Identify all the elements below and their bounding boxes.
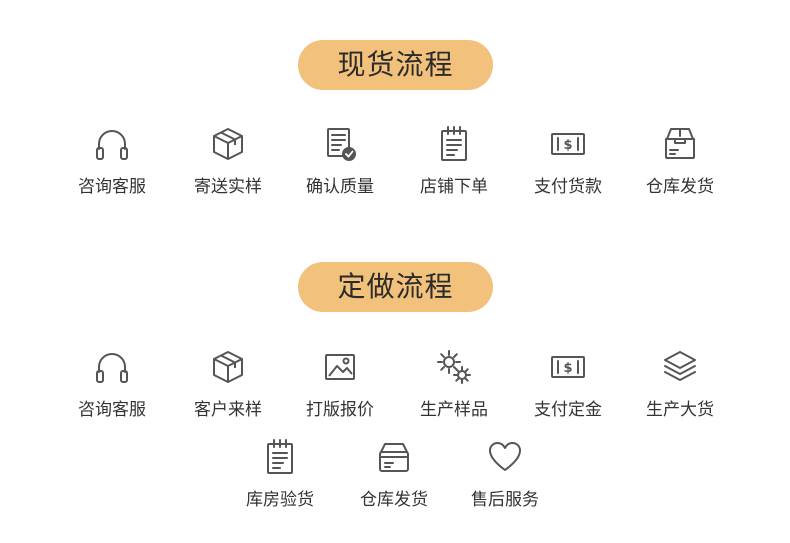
step-label: 打版报价 (306, 400, 374, 420)
package-box-icon (208, 347, 248, 387)
step-label: 支付货款 (534, 177, 602, 197)
step-warehouse-inspection: 库房验货 (225, 437, 335, 517)
step-label: 支付定金 (534, 400, 602, 420)
step-send-sample: 寄送实样 (173, 124, 283, 204)
step-pay-deposit: $ 支付定金 (513, 347, 623, 427)
step-label: 售后服务 (471, 490, 539, 510)
checklist-icon (320, 124, 360, 164)
step-consult-service: 咨询客服 (57, 347, 167, 427)
step-label: 店铺下单 (420, 177, 488, 197)
step-label: 咨询客服 (78, 400, 146, 420)
notepad-icon (434, 124, 474, 164)
layers-icon (660, 347, 700, 387)
gears-icon (434, 347, 474, 387)
section-title-custom-process: 定做流程 (298, 262, 493, 312)
step-pay-goods: $ 支付货款 (513, 124, 623, 204)
step-label: 确认质量 (306, 177, 374, 197)
step-pattern-quote: 打版报价 (285, 347, 395, 427)
spot-process-row: 咨询客服 寄送实样 确认质量 (0, 124, 790, 204)
dollar-bill-icon: $ (548, 347, 588, 387)
heart-icon (485, 437, 525, 477)
step-label: 客户来样 (194, 400, 262, 420)
step-label: 生产样品 (420, 400, 488, 420)
step-mass-production: 生产大货 (625, 347, 735, 427)
svg-text:$: $ (563, 361, 572, 376)
notepad-icon (260, 437, 300, 477)
custom-process-row-2: 库房验货 仓库发货 售后服务 (0, 437, 790, 517)
step-shop-order: 店铺下单 (399, 124, 509, 204)
headset-icon (92, 347, 132, 387)
step-warehouse-ship: 仓库发货 (625, 124, 735, 204)
custom-process-row-1: 咨询客服 客户来样 打版报价 (0, 347, 790, 427)
svg-text:$: $ (563, 138, 572, 153)
step-label: 仓库发货 (646, 177, 714, 197)
step-consult-service: 咨询客服 (57, 124, 167, 204)
storage-box-icon (374, 437, 414, 477)
step-warehouse-ship: 仓库发货 (339, 437, 449, 517)
step-after-sales: 售后服务 (450, 437, 560, 517)
step-client-sample: 客户来样 (173, 347, 283, 427)
headset-icon (92, 124, 132, 164)
step-confirm-quality: 确认质量 (285, 124, 395, 204)
image-frame-icon (320, 347, 360, 387)
dollar-bill-icon: $ (548, 124, 588, 164)
step-label: 寄送实样 (194, 177, 262, 197)
step-label: 仓库发货 (360, 490, 428, 510)
section-title-spot-process: 现货流程 (298, 40, 493, 90)
package-box-icon (208, 124, 248, 164)
step-label: 咨询客服 (78, 177, 146, 197)
step-label: 生产大货 (646, 400, 714, 420)
step-label: 库房验货 (246, 490, 314, 510)
step-produce-sample: 生产样品 (399, 347, 509, 427)
storage-box-icon (660, 124, 700, 164)
